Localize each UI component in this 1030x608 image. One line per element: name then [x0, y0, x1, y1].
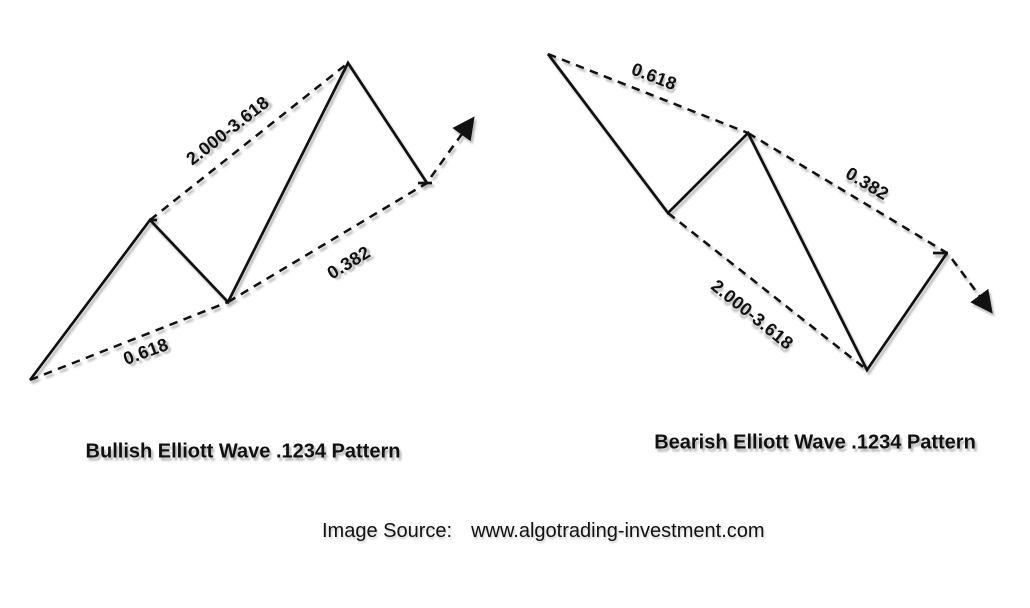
- image-source-line: Image Source: www.algotrading-investment…: [322, 520, 765, 543]
- bullish-projection-line: [149, 62, 349, 221]
- bullish-retracement-618-line: [29, 300, 229, 382]
- bearish-projection-line: [667, 212, 868, 371]
- bearish-retracement-618-line: [547, 52, 749, 135]
- bullish-wave-zigzag: [28, 60, 429, 381]
- bullish-pattern-title: Bullish Elliott Wave .1234 Pattern: [85, 440, 401, 463]
- image-source-label: Image Source:: [322, 520, 453, 542]
- image-source-site: www.algotrading-investment.com: [471, 520, 765, 542]
- bearish-pattern-title: Bearish Elliott Wave .1234 Pattern: [654, 431, 976, 454]
- bearish-continuation-arrow: [950, 258, 993, 314]
- bearish-wave-zigzag: [546, 53, 949, 373]
- bullish-pattern-group: [28, 60, 475, 382]
- bearish-pattern-group: [546, 52, 993, 373]
- bullish-continuation-arrow: [429, 116, 475, 178]
